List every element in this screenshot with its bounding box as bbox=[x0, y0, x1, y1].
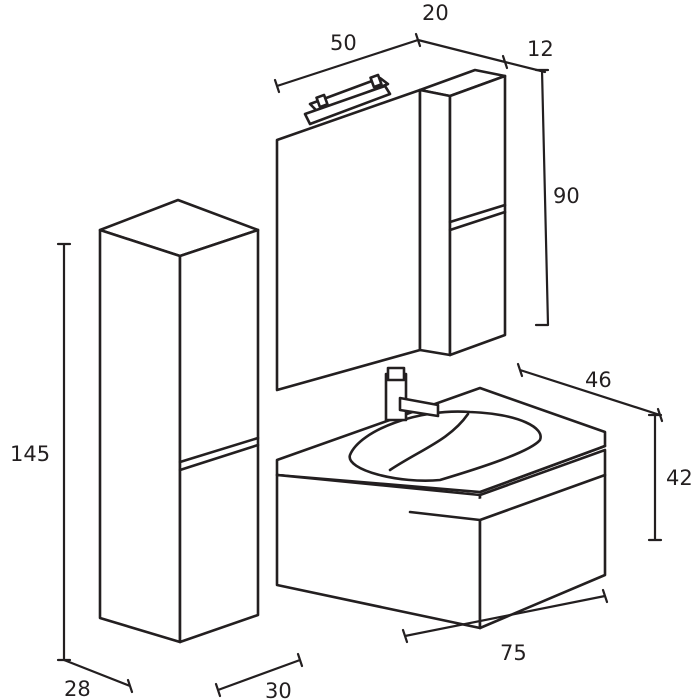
dim-label-tall-cabinet-height: 145 bbox=[10, 442, 50, 466]
tall-cabinet bbox=[98, 198, 260, 644]
vanity-unit bbox=[275, 366, 607, 630]
dim-label-vanity-depth: 46 bbox=[585, 368, 612, 392]
dim-label-vanity-height: 42 bbox=[666, 466, 693, 490]
side-column-cabinet bbox=[418, 68, 507, 357]
mirror bbox=[275, 88, 422, 392]
dim-label-tall-cabinet-width: 28 bbox=[64, 677, 91, 700]
dim-label-column-depth: 12 bbox=[527, 37, 554, 61]
dim-label-column-width: 20 bbox=[422, 1, 449, 25]
dim-label-mirror-height: 90 bbox=[553, 184, 580, 208]
light-fixture bbox=[303, 73, 392, 126]
dim-label-vanity-width: 75 bbox=[500, 641, 527, 665]
dim-label-mirror-width: 50 bbox=[330, 31, 357, 55]
dimension-lines bbox=[56, 32, 664, 698]
dim-label-tall-cabinet-depth: 30 bbox=[265, 679, 292, 700]
